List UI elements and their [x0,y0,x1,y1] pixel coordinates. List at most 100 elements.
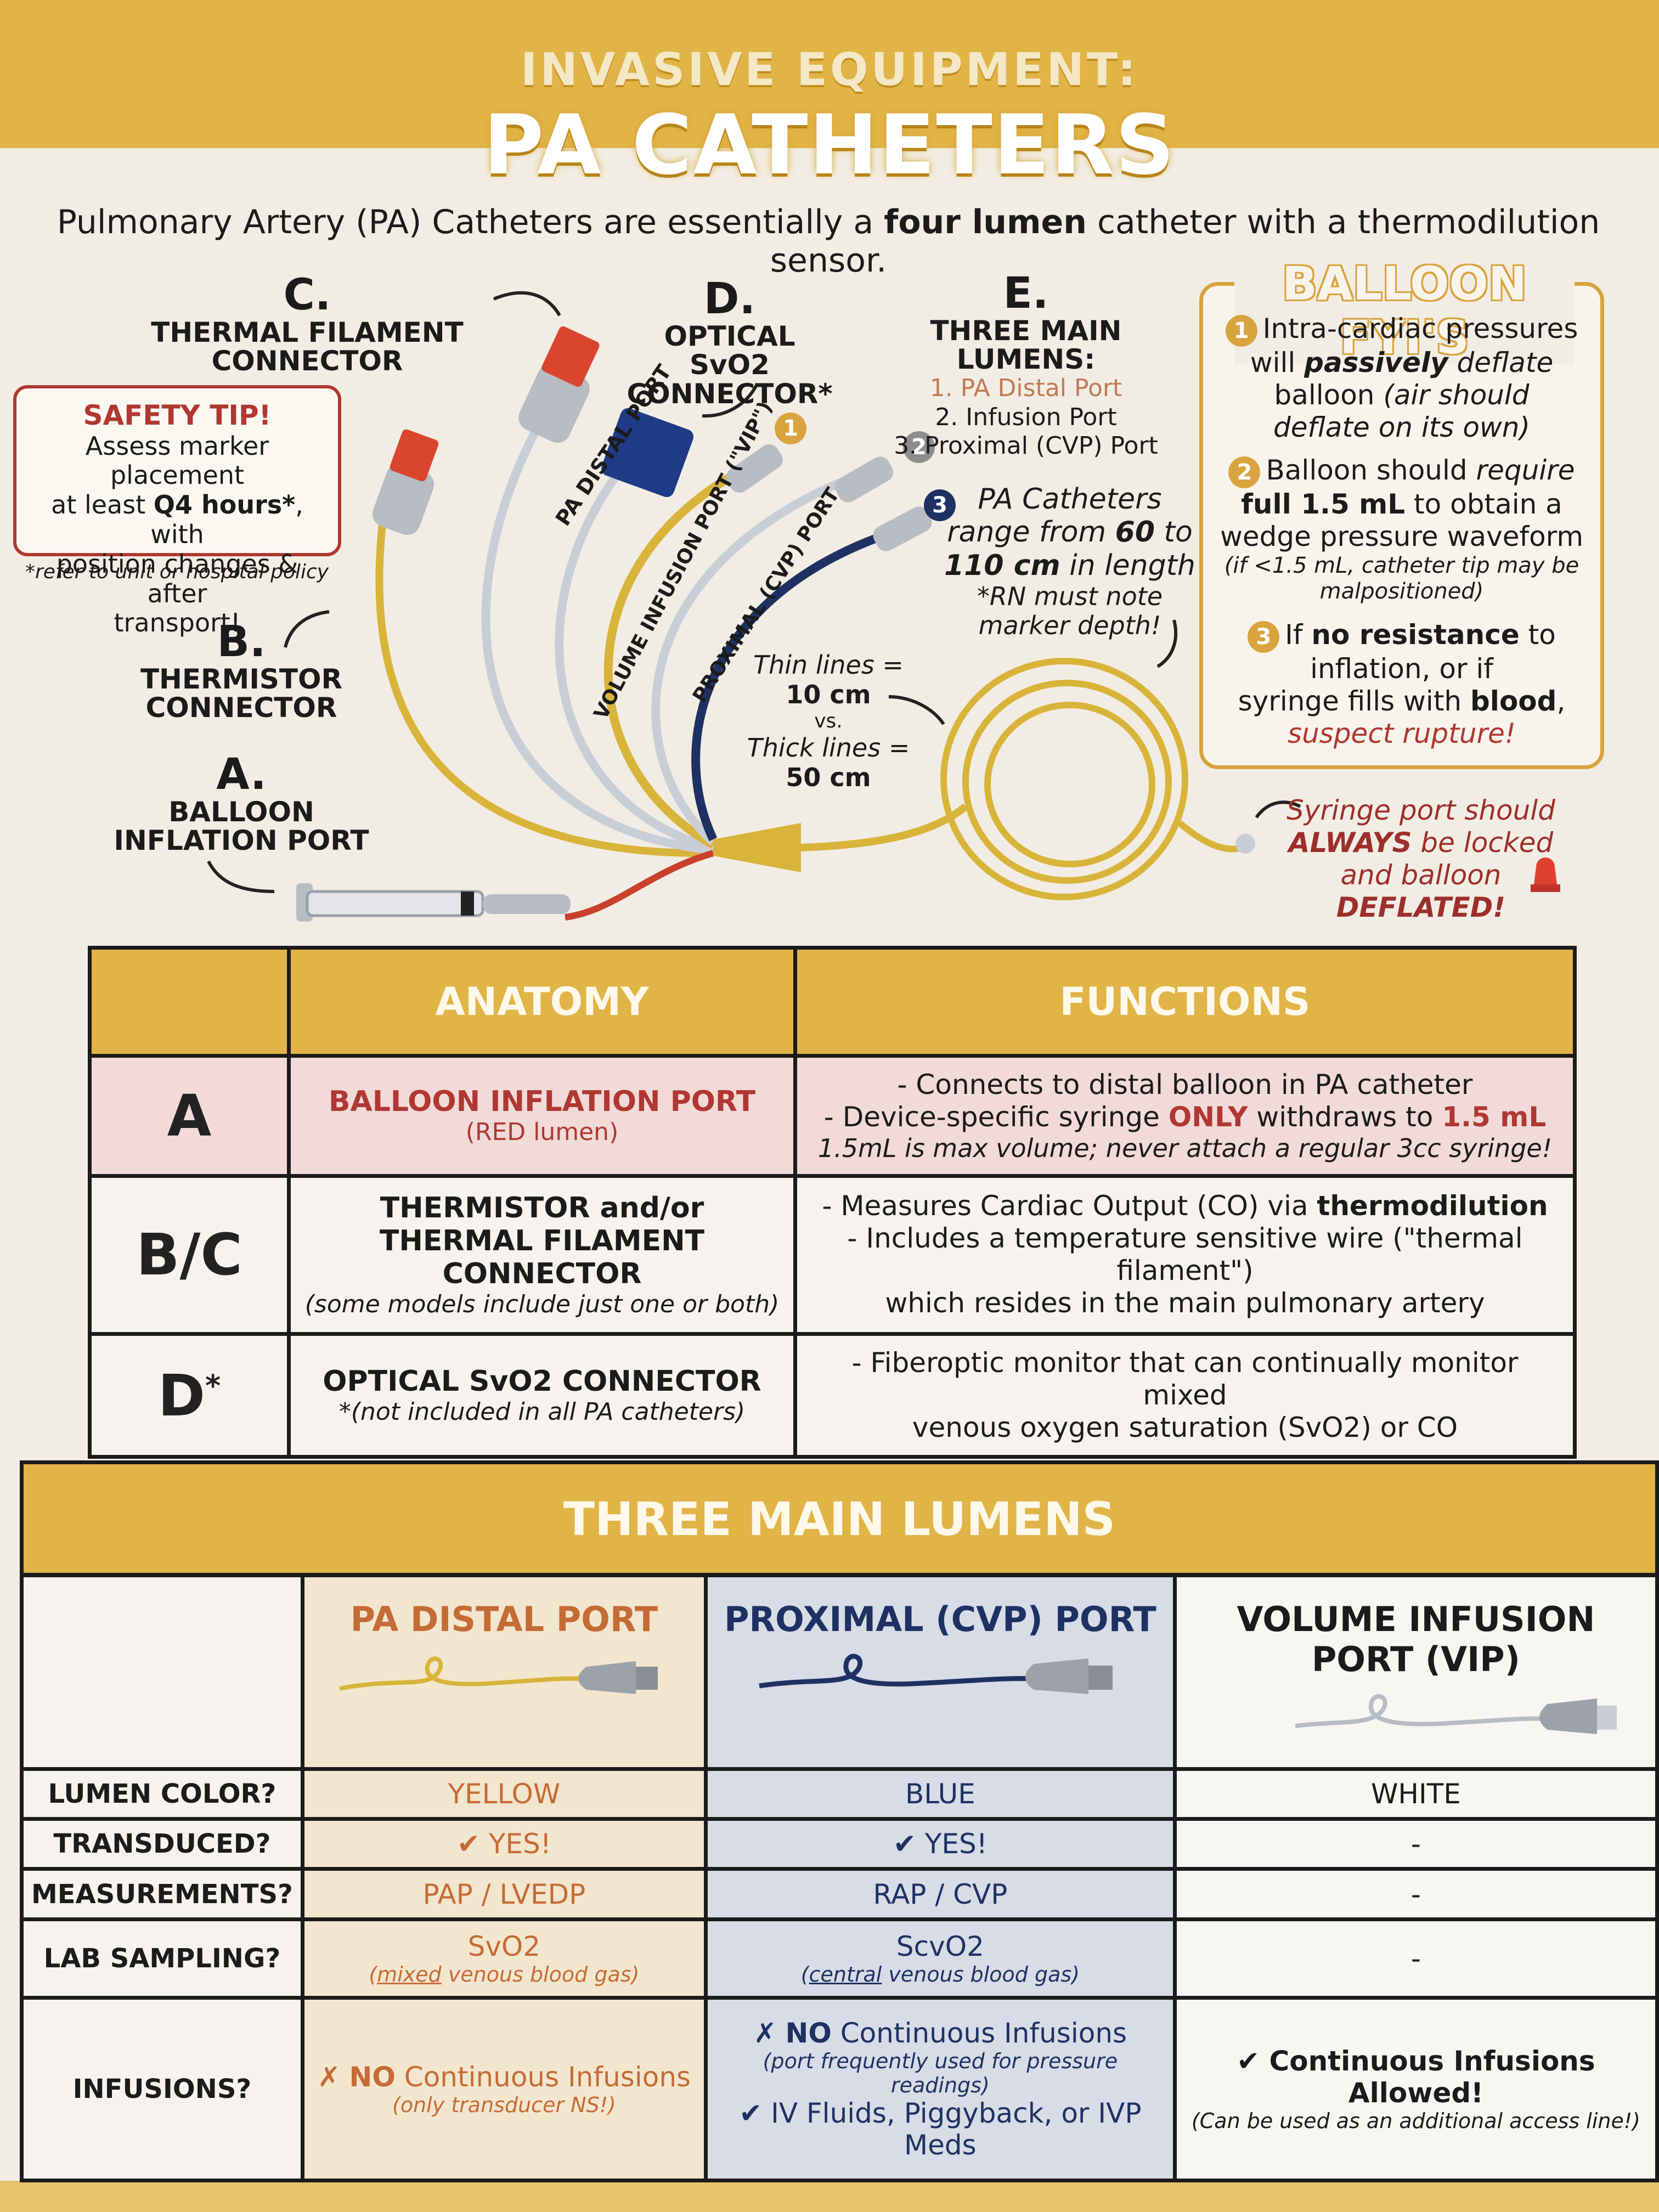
syringe-line-3: and balloon [1340,859,1502,891]
infusions-pa-x: ✗ [317,2061,349,2093]
length-line-1: PA Catheters [978,483,1162,516]
func-a-line-1: - Connects to distal balloon in PA cathe… [897,1068,1473,1101]
fyi-1-line-3: balloon (air should [1207,379,1596,411]
pa-distal-connector-icon [726,444,783,493]
infusions-cvp: ✗ NO Continuous Infusions (port frequent… [703,1996,1177,2182]
thin-value: 10 cm [786,680,871,710]
pa-distal-lumen [603,473,732,849]
label-b-text2: CONNECTOR [145,692,337,724]
anatomy-name-bc: THERMISTOR and/or THERMAL FILAMENT CONNE… [287,1173,797,1336]
fyi-2-line-2: full 1.5 mL to obtain a [1207,488,1596,521]
safety-line-1: Assess marker placement [85,431,269,490]
infusions-pa: ✗ NO Continuous Infusions (only transduc… [300,1996,708,2182]
catheter-hub [713,823,801,872]
infusions-vip: ✔ Continuous Infusions Allowed! (Can be … [1172,1996,1659,2182]
fyi-3c: to [1519,619,1556,651]
lumen-badge-2: 2 [903,431,935,463]
bottom-band [0,2181,1659,2212]
thermistor-wire [375,510,714,857]
fyi-1-line-2: will passively deflate [1207,347,1596,379]
anatomy-name-bc-title: THERMISTOR and/or THERMAL FILAMENT CONNE… [379,1191,705,1290]
label-e-letter: E. [1003,269,1049,318]
fyi-2f: (if <1.5 mL, catheter tip may be [1224,552,1579,578]
row-label-measurements: MEASUREMENTS? [20,1867,304,1921]
infusions-pa-sub: (only transducer NS!) [392,2093,616,2117]
alarm-light-icon [1531,857,1560,892]
label-a-letter: A. [216,750,267,799]
label-a-text2: INFLATION PORT [114,825,369,857]
intro-suffix: catheter with a thermodilution sensor. [770,203,1600,280]
infusions-cvp-ok: ✔ IV Fluids, Piggyback, or IVP Meds [739,2097,1142,2161]
length-110: 110 cm [944,549,1060,582]
fyi-1e: balloon [1274,379,1384,411]
label-d-text2: CONNECTOR* [627,377,833,410]
lumen-badge-1: 1 [775,413,806,444]
arrow-syringe [1255,800,1301,819]
lumens-header-row: PA DISTAL PORT PROXIMAL (CVP) PORT VOLUM… [20,1573,1659,1771]
safety-line-2c: , with [150,490,303,549]
vip-lumen-icon [1295,1694,1617,1734]
infusions-vip-text: ✔ Continuous Infusions Allowed! [1237,2045,1595,2109]
fyi-3a: If [1285,619,1312,651]
anatomy-name-d-sub: *(not included in all PA catheters) [338,1398,746,1426]
anatomy-name-d: OPTICAL SvO2 CONNECTOR *(not included in… [287,1332,797,1459]
func-d-line-2: venous oxygen saturation (SvO2) or CO [912,1412,1458,1444]
lumen-badge-3: 3 [924,489,956,521]
col-vip-title: VOLUME INFUSION PORT (VIP) [1237,1599,1595,1679]
syringe-deflated: DEFLATED! [1336,891,1506,923]
balloon-tip-icon [1235,834,1255,854]
fyi-3h: suspect rupture! [1288,717,1516,749]
lab-cvp-sub: (central venous blood gas) [800,1962,1080,1987]
length-line-3: 110 cm in length [922,549,1218,582]
catheter-body [800,803,968,851]
func-bc-line-1: - Measures Cardiac Output (CO) via therm… [807,1190,1563,1222]
thermal-filament-connector-icon [518,326,600,443]
transduced-cvp: ✔ YES! [703,1817,1177,1871]
lab-pa-sub: (mixed venous blood gas) [369,1962,640,1987]
infusions-cvp-no: NO [785,2017,832,2049]
row-label-transduced: TRANSDUCED? [20,1817,304,1871]
infusions-cvp-text: Continuous Infusions [831,2017,1127,2049]
syringe-locked: be locked [1412,827,1554,859]
anatomy-row-d: D* OPTICAL SvO2 CONNECTOR *(not included… [88,1332,1577,1459]
fyi-3g: , [1556,685,1566,717]
color-vip: WHITE [1172,1767,1659,1821]
syringe-line-1: Syringe port should [1286,794,1555,826]
catheter-length-note: PA Catheters range from 60 to 110 cm in … [922,483,1218,641]
balloon-lumen [565,850,714,921]
thin-label: Thin lines = [753,650,904,680]
lab-pa-sub-rest: venous blood gas) [441,1962,640,1987]
label-e: E. THREE MAIN LUMENS: 1. PA Distal Port … [872,269,1180,461]
fyi-2c: full 1.5 mL [1241,488,1406,520]
fyi-1c: passively [1304,346,1448,379]
syringe-icon [296,883,571,922]
anatomy-key-d-sup: * [205,1368,221,1403]
anatomy-func-d: - Fiberoptic monitor that can continuall… [793,1332,1577,1459]
func-a-line-2: - Device-specific syringe ONLY withdraws… [807,1101,1563,1133]
label-d-letter: D. [703,274,756,324]
arrow-a [207,860,275,893]
col-cvp-title: PROXIMAL (CVP) PORT [724,1599,1156,1639]
label-e-text: THREE MAIN LUMENS: [930,314,1122,376]
infusions-pa-line: ✗ NO Continuous Infusions [312,2061,696,2093]
anatomy-name-a: BALLOON INFLATION PORT (RED lumen) [287,1054,797,1178]
length-line-4: *RN must note [977,581,1163,611]
fyi-badge-3: 3 [1248,620,1280,653]
func-a-2a: - Device-specific syringe [823,1101,1169,1133]
anatomy-key-d: D* [88,1332,291,1459]
lumen-list-2: 2. Infusion Port [935,403,1117,431]
lumen-list-3: 3. Proximal (CVP) Port [894,432,1158,460]
arrow-d [702,383,759,418]
func-bc-line-3: which resides in the main pulmonary arte… [885,1287,1485,1319]
safety-line-2a: at least [51,490,154,520]
fyi-1g: deflate on its own) [1273,411,1530,443]
lumens-row-lab: LAB SAMPLING? SvO2 (mixed venous blood g… [20,1917,1659,2000]
color-pa: YELLOW [300,1767,708,1821]
vip-lumen [651,478,842,845]
fyi-1b: will [1250,346,1305,379]
intro-text: Pulmonary Artery (PA) Catheters are esse… [49,203,1607,280]
cvp-lumen [691,533,879,842]
